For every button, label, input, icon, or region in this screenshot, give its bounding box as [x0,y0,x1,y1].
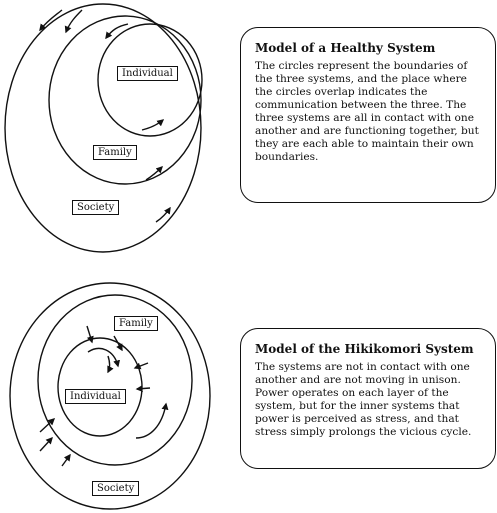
healthy-society-circle [4,3,202,253]
healthy-card-title: Model of a Healthy System [255,41,436,55]
hikikomori-pressure-arrow-7 [61,453,71,467]
hikikomori-system-diagram [9,282,211,510]
hikikomori-pressure-arrow-4 [135,385,151,393]
hikikomori-card-title: Model of the Hikikomori System [255,342,474,356]
healthy-individual-arrow-bottom [141,119,165,131]
healthy-society-arrow-top [39,9,63,32]
hikikomori-family-cycle-arrow [135,402,169,439]
hikikomori-pressure-arrow-2 [113,335,123,352]
hikikomori-individual-label: Individual [65,389,126,404]
hikikomori-pressure-arrow-5 [39,418,56,433]
hikikomori-card-body: The systems are not in contact with one … [255,361,472,438]
healthy-card-body: The circles represent the boundaries of … [255,60,479,163]
hikikomori-system-card: Model of the Hikikomori System The syste… [240,328,496,469]
healthy-system-diagram [4,3,203,253]
healthy-family-circle [48,15,202,185]
healthy-society-label: Society [72,200,120,215]
healthy-family-label: Family [93,145,137,160]
hikikomori-family-circle [37,294,193,466]
hikikomori-pressure-arrow-1 [86,325,94,344]
healthy-individual-circle [97,23,203,137]
healthy-individual-arrow-top [105,23,129,40]
healthy-family-arrow-top [64,9,83,34]
healthy-system-card: Model of a Healthy System The circles re… [240,27,496,203]
healthy-society-arrow-bottom [155,206,171,223]
hikikomori-inner-arrow [107,355,114,374]
hikikomori-society-label: Society [92,481,140,496]
hikikomori-family-label: Family [114,316,158,331]
hikikomori-society-circle [9,282,211,510]
healthy-family-arrow-bottom [145,166,163,181]
hikikomori-individual-cycle-arrow [87,347,121,368]
hikikomori-pressure-arrow-3 [133,362,149,370]
hikikomori-pressure-arrow-6 [39,436,53,452]
hikikomori-individual-circle [57,337,143,437]
healthy-individual-label: Individual [117,66,178,81]
